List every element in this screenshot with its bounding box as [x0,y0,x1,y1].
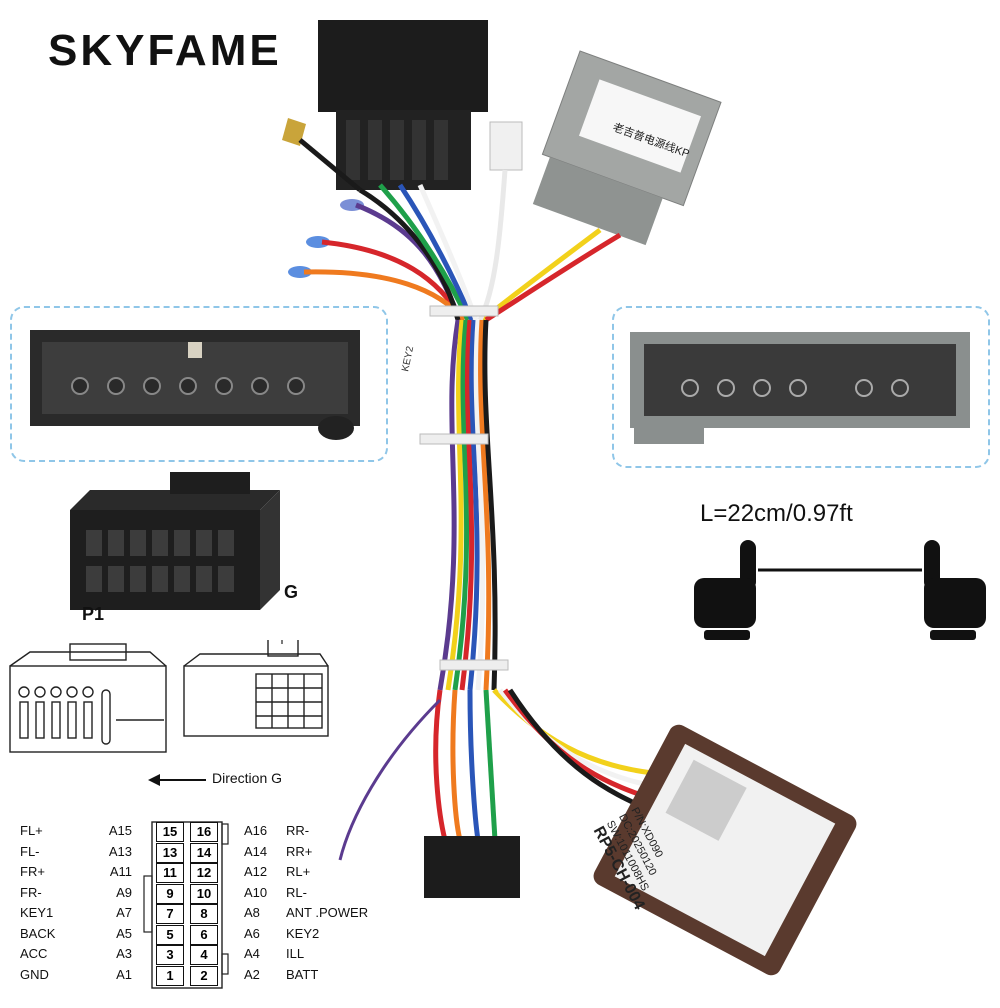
pin-left-name: ACC [20,946,48,961]
pin-left-code: A3 [116,946,132,961]
pin-right-code: A14 [244,843,268,859]
wire-trunk [437,319,498,691]
pin-right-code: A10 [244,884,268,900]
pin-left-code: A13 [108,843,132,859]
pin-right-name: RL+ [286,864,311,879]
can-module-box [593,724,857,976]
pin-right-number: 14 [190,842,218,863]
fork-terminal [282,118,362,192]
hand-pointing-icon [694,540,756,640]
black-bottom-plug [424,836,520,898]
pin-right-code: A4 [244,946,260,961]
pin-left-name: FL- [20,843,40,859]
pinout-bracket [143,821,229,989]
pin-left-number: 15 [156,822,184,842]
black-plug-face [30,330,360,440]
hand-pointing-icon [924,540,986,640]
pin-left-code: A11 [109,864,132,879]
length-label: L=22cm/0.97ft [700,500,853,527]
pin-left-code: A9 [116,884,132,900]
pin-right-code: A6 [244,925,260,941]
cable-tie [419,433,489,445]
connector-line-drawings [9,640,329,753]
pin-left-code: A7 [116,905,132,920]
pin-right-name: BATT [286,966,319,982]
pin-right-code: A16 [244,823,268,838]
bullet-connector [306,236,330,248]
direction-arrow-icon [148,774,206,786]
pin-right-number: 2 [190,965,218,986]
pin-right-number: 6 [190,924,218,945]
length-indicator [694,540,986,640]
pin-right-name: RR- [286,823,310,838]
key-tag-text: KEY2 [400,345,416,373]
pin-left-name: GND [20,966,49,982]
grey-plug-face [630,332,970,444]
pin-left-code: A5 [116,925,132,941]
pin-left-number: 3 [156,945,184,965]
cable-tie [429,305,499,317]
pin-left-name: BACK [20,925,56,941]
black-plug-inset [10,306,388,462]
brand-logo: SKYFAME [48,26,282,75]
pin-right-number: 10 [190,883,218,904]
pin-left-name: FL+ [20,823,43,838]
p1-connector-drawing [70,472,280,610]
pin-left-code: A15 [108,823,132,838]
grey-plug-inset [612,306,990,468]
p1-label: P1 [82,604,105,624]
pin-right-name: ANT .POWER [286,905,369,920]
pin-left-code: A1 [116,966,132,982]
pin-left-name: KEY1 [20,905,54,920]
pin-left-number: 11 [156,863,184,883]
pin-right-name: KEY2 [286,925,320,941]
pin-right-code: A8 [244,905,260,920]
pin-left-number: 7 [156,904,184,924]
pin-right-name: RL- [286,884,307,900]
black-16pin-plug [318,20,488,190]
direction-label: Direction G [212,770,283,786]
pin-right-name: RR+ [286,843,313,859]
pin-left-name: FR- [20,884,42,900]
pin-left-number: 13 [156,842,184,863]
grey-plug-top [532,50,722,246]
pin-right-code: A2 [244,966,260,982]
connector-outline-right [183,640,329,737]
pin-right-name: ILL [286,946,305,961]
connector-outline-left [9,643,167,753]
qr-code [665,759,747,841]
pin-left-number: 5 [156,924,184,945]
pin-right-number: 8 [190,904,218,924]
g-label: G [284,582,299,602]
pin-left-number: 1 [156,965,184,986]
pin-left-number: 9 [156,883,184,904]
pin-right-code: A12 [244,864,268,879]
pin-right-number: 16 [190,822,218,842]
bullet-connector [288,266,312,278]
small-white-connector [489,121,523,171]
pin-right-number: 4 [190,945,218,965]
pin-left-name: FR+ [20,864,45,879]
cable-tie [439,659,509,671]
pin-right-number: 12 [190,863,218,883]
